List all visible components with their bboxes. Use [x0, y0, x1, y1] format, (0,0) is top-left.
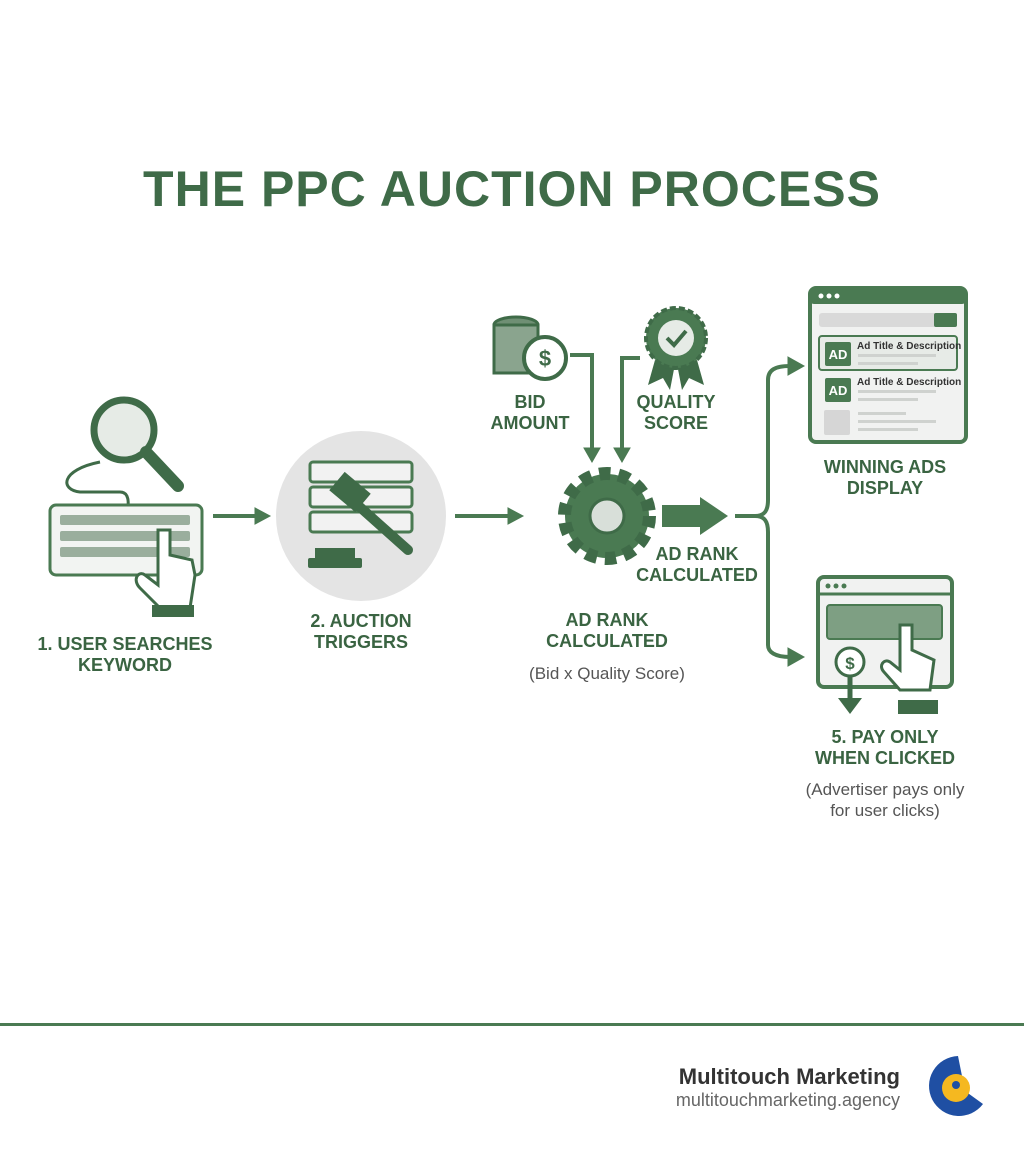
- page-title: THE PPC AUCTION PROCESS: [143, 161, 881, 217]
- svg-text:$: $: [845, 654, 855, 673]
- flow-arrows: [213, 353, 806, 667]
- gear-icon: [558, 467, 656, 565]
- brand-name: Multitouch Marketing: [678, 1064, 900, 1089]
- ad-title-1[interactable]: Ad Title & Description: [857, 341, 962, 352]
- click-browser-window: $: [816, 575, 954, 714]
- ads-browser-window: [808, 286, 968, 444]
- ad-rank-formula: (Bid x Quality Score): [529, 664, 685, 683]
- brand-logo: [929, 1056, 983, 1116]
- footer-divider: [0, 1023, 1024, 1026]
- brand-url[interactable]: multitouchmarketing.agency: [675, 1090, 900, 1110]
- hand-pointer-icon: [134, 528, 197, 617]
- svg-text:$: $: [539, 346, 551, 371]
- quality-badge-icon: [644, 306, 708, 390]
- coins-icon: $: [492, 315, 568, 381]
- gavel-icon: [276, 431, 446, 601]
- ad-title-2[interactable]: Ad Title & Description: [857, 377, 962, 388]
- ad-badge-1: AD: [828, 347, 848, 362]
- ad-badge-2: AD: [828, 383, 848, 398]
- magnifier-icon: [65, 396, 184, 506]
- brand-block: Multitouch Marketing multitouchmarketing…: [676, 1064, 900, 1111]
